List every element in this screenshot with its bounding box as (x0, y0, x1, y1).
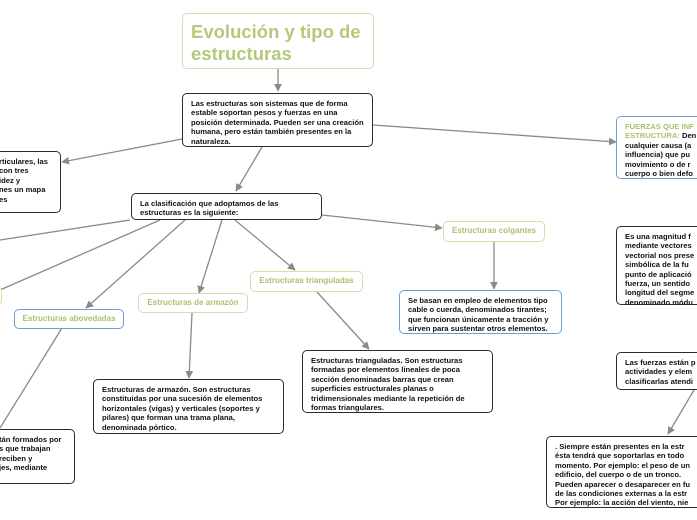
map-title-text: Evolución y tipo de estructuras (191, 21, 361, 64)
node-presentes[interactable]: . Siempre están presentes en la estr ést… (546, 436, 697, 508)
node-fuerzas-label: FUERZAS QUE INF (625, 122, 694, 131)
node-abovedadas-desc-partial-text: tán formados por s que trabajan reciben … (0, 435, 62, 473)
node-actividades[interactable]: Las fuerzas están p actividades y elem c… (616, 352, 697, 390)
link-actividades-presentes (667, 384, 697, 435)
node-fuerzas[interactable]: FUERZAS QUE INF ESTRUCTURA: Den cualquie… (616, 116, 697, 179)
node-trianguladas-label: Estructuras trianguladas (259, 276, 354, 285)
node-armazon[interactable]: Estructuras de armazón (138, 293, 248, 313)
link-definicion-fuerzas (372, 124, 617, 146)
node-magnitud[interactable]: Es una magnitud f mediante vectores vect… (616, 226, 697, 305)
node-trianguladas-desc-text: Estructuras trianguladas. Son estructura… (311, 356, 465, 413)
node-clasificacion[interactable]: La clasificación que adoptamos de las es… (131, 193, 322, 220)
node-actividades-text: Las fuerzas están p actividades y elem c… (625, 358, 696, 386)
link-definicion-left (61, 138, 183, 165)
node-abovedadas-label: Estructuras abovedadas (22, 314, 116, 323)
node-definicion[interactable]: Las estructuras son sistemas que de form… (182, 93, 373, 147)
link-clasificacion-trianguladas (234, 219, 296, 271)
node-clasificacion-text: La clasificación que adoptamos de las es… (140, 199, 279, 218)
node-trianguladas[interactable]: Estructuras trianguladas (250, 271, 363, 292)
link-abovedadas-desc (0, 327, 63, 429)
node-trianguladas-desc[interactable]: Estructuras trianguladas. Son estructura… (302, 350, 493, 413)
node-colgantes-desc-text: Se basan en empleo de elementos tipo cab… (408, 296, 549, 334)
link-trianguladas-desc (316, 291, 370, 350)
node-armazon-desc[interactable]: Estructuras de armazón. Son estructuras … (93, 379, 284, 434)
link-clasificacion-offscreen-1 (0, 219, 161, 291)
link-clasificacion-armazon (197, 219, 223, 294)
link-clasificacion-abovedadas (85, 219, 186, 309)
node-fuerzas-text: cualquier causa (a influencia) que pu mo… (625, 140, 693, 179)
node-fuerzas-rest1: Den (679, 131, 697, 141)
link-definicion-clasificacion (235, 146, 263, 192)
node-left-partial[interactable]: rticulares, las con tres idez y nes un m… (0, 151, 61, 213)
node-abovedadas-desc-partial[interactable]: tán formados por s que trabajan reciben … (0, 429, 75, 484)
link-clasificacion-colgantes (321, 214, 443, 232)
node-armazon-label: Estructuras de armazón (147, 298, 239, 307)
node-armazon-desc-text: Estructuras de armazón. Son estructuras … (102, 385, 263, 432)
link-armazon-desc (185, 312, 194, 379)
node-magnitud-text: Es una magnitud f mediante vectores vect… (625, 232, 695, 305)
node-left-partial-text: rticulares, las con tres idez y nes un m… (0, 157, 48, 204)
node-presentes-text: . Siempre están presentes en la estr ést… (555, 442, 691, 508)
link-clasificacion-offscreen-2 (0, 219, 131, 241)
node-colgantes-desc[interactable]: Se basan en empleo de elementos tipo cab… (399, 290, 562, 334)
node-colgantes-label: Estructuras colgantes (451, 226, 537, 235)
node-abovedadas[interactable]: Estructuras abovedadas (14, 309, 124, 329)
node-definicion-text: Las estructuras son sistemas que de form… (191, 99, 364, 146)
node-colgantes[interactable]: Estructuras colgantes (443, 221, 545, 242)
map-title[interactable]: Evolución y tipo de estructuras (182, 13, 374, 69)
node-fuerzas-label2: ESTRUCTURA: (625, 131, 680, 141)
